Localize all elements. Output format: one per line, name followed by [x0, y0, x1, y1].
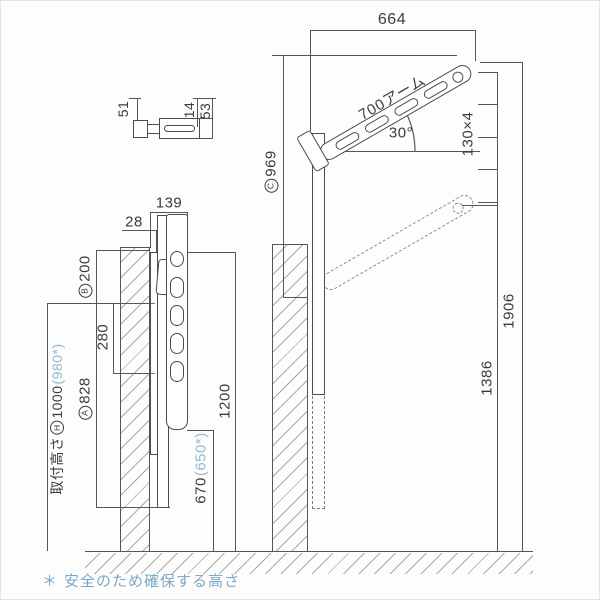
circled-c: C: [264, 178, 278, 193]
topview-ext-line-bottom: [199, 138, 213, 139]
dim-130x4-tick: [478, 104, 497, 105]
dim-664-label: 664: [377, 11, 407, 28]
ground-line: [85, 551, 533, 553]
dim-28-line: [122, 230, 157, 231]
pole-dashed-left: [312, 396, 313, 509]
topview-ext-line-top: [199, 118, 213, 119]
arm-folded: [166, 214, 188, 430]
dim-130x4-1386-line: [497, 72, 498, 551]
arm-tip-hole: [450, 69, 466, 85]
dim-664-ext-left: [310, 30, 311, 131]
arm-slot: [170, 305, 184, 326]
h-alt-value: (980*): [49, 343, 65, 385]
dim-1200-label: 1200: [216, 383, 234, 419]
dim-1200-line: [235, 252, 236, 551]
circled-a: A: [78, 405, 92, 420]
dim-a828-ext-bottom: [96, 507, 170, 508]
topview-plate-section: [133, 120, 148, 138]
dim-1200-ext-top: [188, 252, 235, 253]
wall-hatch-left-view: [120, 248, 150, 551]
dim-28-label: 28: [125, 213, 143, 231]
dim-130x4-tick: [478, 72, 497, 73]
dim-ref-hole-ext: [47, 303, 150, 304]
dim-b200-ext-top: [96, 250, 150, 251]
wall-top-line-right-view: [272, 244, 308, 245]
arm-tip-hole-folded: [170, 251, 184, 267]
plate-hole-upper: [151, 303, 155, 304]
dim-130x4-tick: [478, 169, 497, 170]
angle-label: 30°: [388, 124, 414, 142]
plate-hole-lower: [151, 373, 155, 374]
dim-h1000-line: [47, 303, 48, 551]
pole-dashed-right: [323, 396, 325, 509]
dim-139-ext-right: [187, 212, 188, 216]
arm-slot: [170, 333, 184, 354]
dim-c969-ext-top: [272, 55, 457, 56]
dim-130x4-label: 130×4: [459, 111, 477, 157]
wall-face-line-right-view: [307, 244, 308, 552]
dim-51-label: 51: [115, 100, 131, 118]
dim-664-line: [310, 30, 476, 31]
dim-130x4-tick: [478, 202, 497, 203]
dim-b200-a828-line: [96, 250, 97, 508]
wall-face-line-left-view: [149, 247, 150, 552]
dim-670-line: [213, 430, 214, 551]
ground-hatch: [85, 553, 533, 574]
dim-670-ext-top: [187, 430, 213, 431]
dim-280-label: 280: [94, 323, 112, 351]
h-prefix: 取付高さ: [49, 436, 65, 495]
wall-top-line-left-view: [120, 247, 150, 248]
dim-51-tick: [129, 98, 141, 99]
footnote-asterisk: ＊: [42, 573, 59, 590]
dim-1386-ext-top: [462, 205, 497, 206]
dim-53-line: [212, 98, 213, 139]
topview-arm-slot: [164, 125, 195, 132]
wall-hatch-right-view: [272, 245, 308, 551]
pole-main-view: [312, 133, 325, 395]
dim-c969-line: [283, 55, 284, 298]
dim-664-ext-right: [475, 30, 476, 61]
dim-139-label: 139: [155, 194, 183, 212]
dim-14-53-tick: [193, 98, 216, 99]
dim-130x4-tick: [478, 137, 497, 138]
dim-1906-line: [522, 62, 523, 551]
footnote-text: 安全のため確保する高さ: [64, 573, 241, 590]
dim-139-line: [150, 212, 188, 213]
dim-1386-label: 1386: [478, 360, 496, 396]
safety-footnote: ＊ 安全のため確保する高さ: [42, 570, 240, 591]
dim-280-line: [113, 303, 114, 373]
circled-b: B: [78, 283, 92, 298]
dim-28-ext: [156, 230, 157, 252]
wall-back-line-left-view: [120, 247, 121, 552]
dim-53-label: 53: [197, 102, 213, 120]
mount-plate: [150, 252, 158, 455]
arm-lowered-dashed: [318, 191, 477, 294]
pole-dashed-bottom: [312, 508, 325, 509]
angle-reference-line: [334, 151, 480, 152]
dim-51-line: [137, 98, 138, 120]
wall-back-line-right-view: [272, 244, 273, 552]
dim-1906-ext-top: [480, 62, 522, 63]
circled-h: H: [50, 420, 64, 435]
dim-670-label: 670(650*): [192, 432, 210, 504]
arm-lowered-tip-hole: [450, 200, 466, 216]
dim-14-label: 14: [181, 101, 197, 119]
dim-280-ext-bottom: [113, 373, 150, 374]
d670-alt-value: (650*): [192, 432, 210, 477]
dim-1906-label: 1906: [500, 293, 518, 329]
dim-14-line: [197, 98, 198, 127]
arm-slot: [170, 277, 184, 298]
arm-slot: [170, 361, 184, 382]
dim-c969-ext-bottom: [283, 297, 308, 298]
